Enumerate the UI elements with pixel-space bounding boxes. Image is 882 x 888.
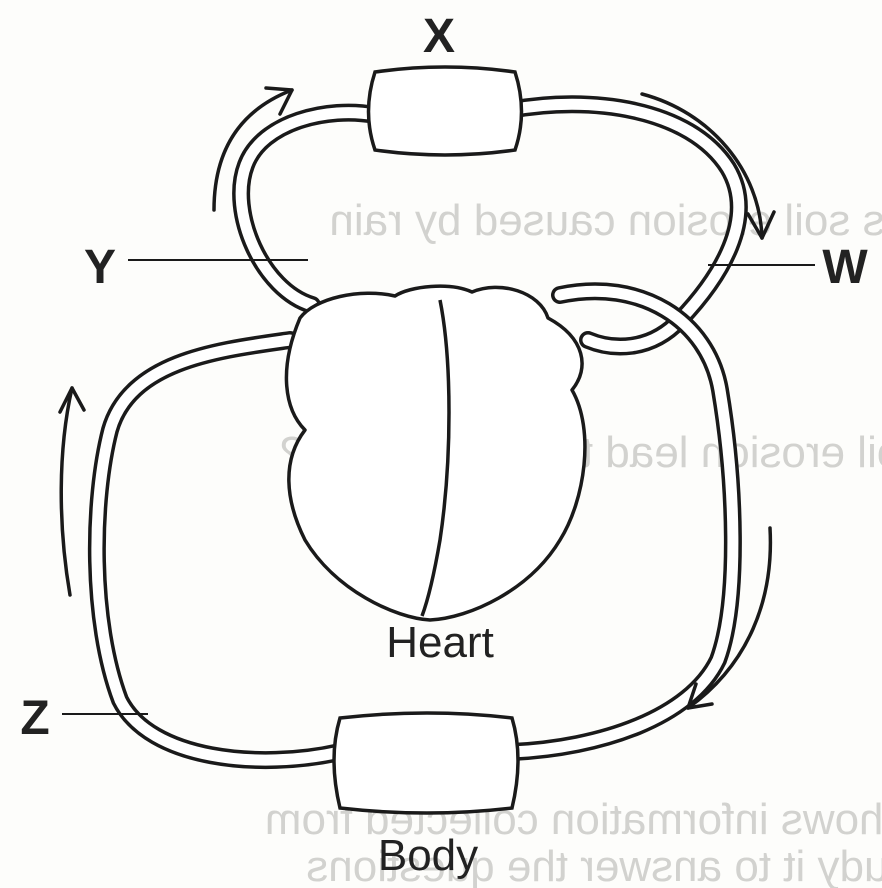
label-body: Body <box>378 831 478 880</box>
label-x: X <box>423 10 455 63</box>
capillary-bed-body <box>334 713 518 813</box>
heart-shape <box>286 286 584 620</box>
capillary-bed-x <box>369 67 522 155</box>
label-y: Y <box>84 241 116 294</box>
label-z: Z <box>20 692 49 745</box>
label-heart: Heart <box>386 618 494 667</box>
label-w: W <box>822 241 868 294</box>
flow-arrow-left <box>60 388 84 595</box>
